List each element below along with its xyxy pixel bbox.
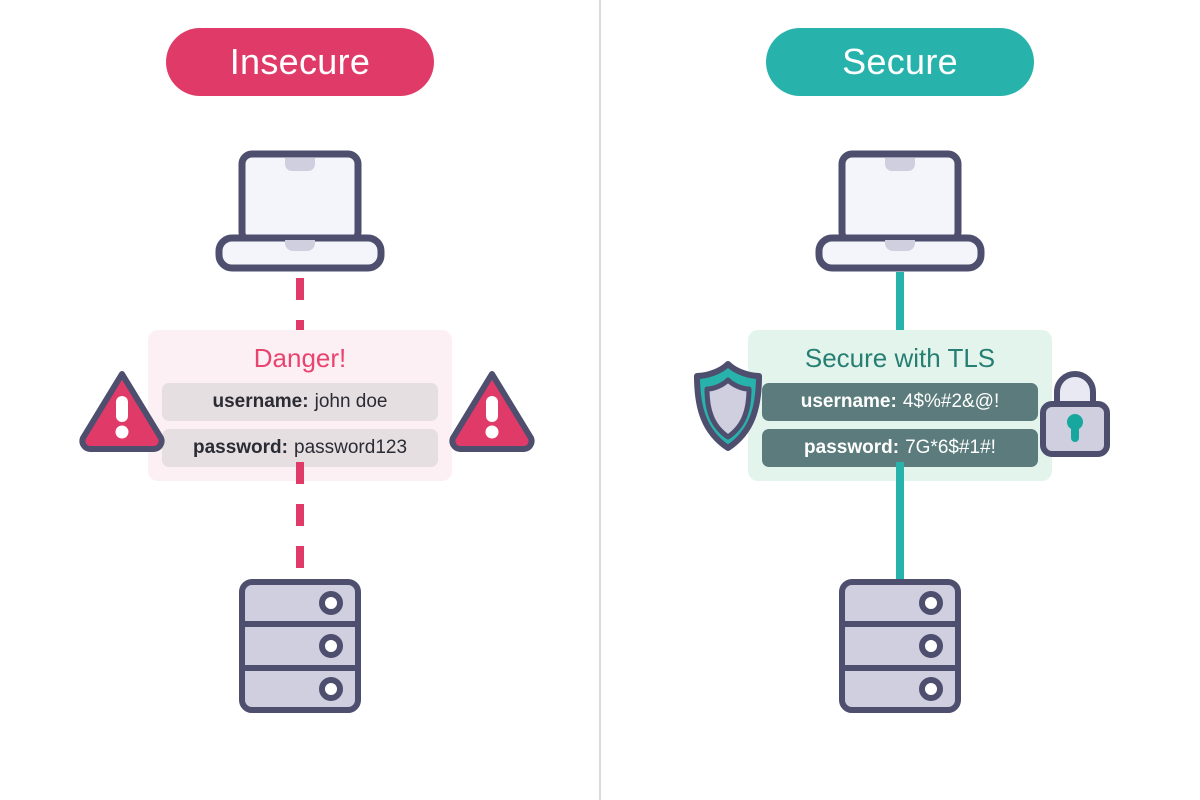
insecure-username-value: john doe bbox=[314, 390, 388, 412]
insecure-title-pill: Insecure bbox=[166, 28, 434, 96]
secure-username-value: 4$%#2&@! bbox=[902, 390, 1000, 412]
secure-username-row: username: 4$%#2&@! bbox=[762, 382, 1038, 421]
secure-connector-top bbox=[896, 272, 904, 334]
secure-server-icon bbox=[838, 578, 962, 714]
insecure-connector-top bbox=[296, 278, 304, 334]
secure-connector-bottom bbox=[896, 462, 904, 584]
warning-triangle-icon-right bbox=[448, 368, 536, 452]
insecure-server-icon bbox=[238, 578, 362, 714]
insecure-password-key: password: bbox=[192, 436, 288, 458]
secure-password-value: 7G*6$#1#! bbox=[905, 436, 996, 458]
secure-username-key: username: bbox=[800, 390, 897, 412]
secure-title-label: Secure bbox=[842, 41, 958, 82]
tls-heading: Secure with TLS bbox=[804, 343, 996, 373]
secure-password-key: password: bbox=[804, 436, 900, 458]
insecure-connector-bottom bbox=[296, 462, 304, 584]
insecure-panel: Insecure Danger! username: john doe pass… bbox=[78, 28, 536, 714]
danger-heading: Danger! bbox=[253, 343, 347, 373]
insecure-credentials-card: Danger! username: john doe password: pas… bbox=[148, 330, 452, 481]
shield-icon bbox=[690, 360, 766, 452]
insecure-username-key: username: bbox=[212, 390, 309, 412]
warning-triangle-icon-left bbox=[78, 368, 166, 452]
padlock-icon bbox=[1037, 362, 1113, 458]
panel-divider bbox=[599, 0, 601, 800]
insecure-title-label: Insecure bbox=[229, 41, 371, 82]
insecure-password-row: password: password123 bbox=[162, 428, 438, 467]
secure-panel: Secure Secure with TLS username: 4$%#2&@… bbox=[600, 0, 1200, 800]
secure-laptop-icon bbox=[815, 150, 985, 272]
insecure-password-value: password123 bbox=[294, 436, 408, 458]
insecure-username-row: username: john doe bbox=[162, 382, 438, 421]
insecure-laptop-icon bbox=[215, 150, 385, 272]
secure-credentials-card: Secure with TLS username: 4$%#2&@! passw… bbox=[748, 330, 1052, 481]
secure-password-row: password: 7G*6$#1#! bbox=[762, 428, 1038, 467]
secure-title-pill: Secure bbox=[766, 28, 1034, 96]
